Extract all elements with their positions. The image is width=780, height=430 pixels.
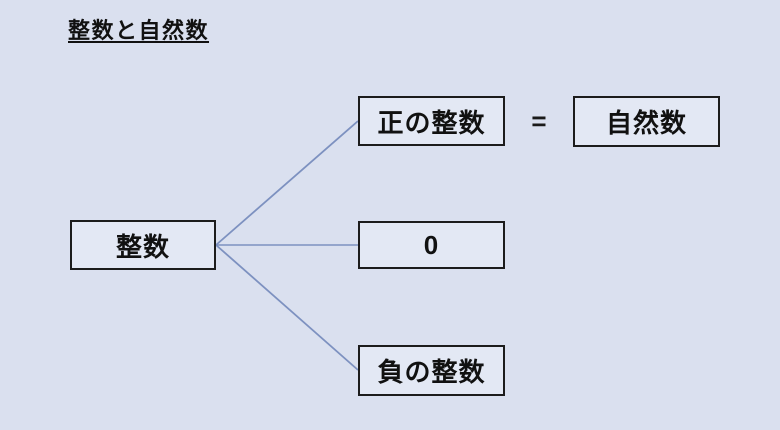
node-positive-integers: 正の整数 bbox=[358, 96, 505, 146]
node-negative-integers-label: 負の整数 bbox=[377, 357, 486, 387]
equals-sign: = bbox=[531, 105, 547, 136]
node-natural-numbers: 自然数 bbox=[573, 96, 720, 147]
node-zero-label: 0 bbox=[423, 229, 440, 260]
connector-root-to-positive bbox=[215, 120, 359, 246]
node-integers: 整数 bbox=[70, 220, 216, 270]
page-title: 整数と自然数 bbox=[68, 18, 210, 43]
node-natural-numbers-label: 自然数 bbox=[605, 108, 687, 138]
connector-root-to-negative bbox=[215, 244, 359, 371]
node-zero: 0 bbox=[358, 221, 505, 269]
node-positive-integers-label: 正の整数 bbox=[377, 107, 486, 138]
node-negative-integers: 負の整数 bbox=[358, 345, 505, 396]
node-integers-label: 整数 bbox=[115, 231, 170, 262]
